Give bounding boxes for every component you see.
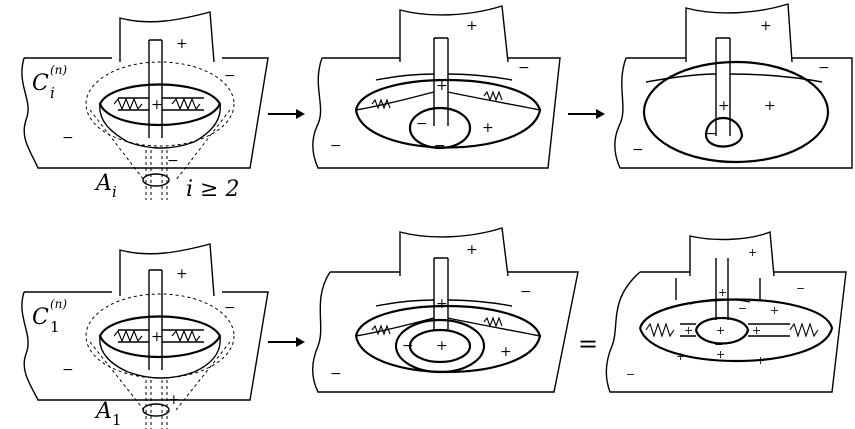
sign-plus-top-1b: + bbox=[151, 97, 163, 113]
sign-plus-top-2b: + bbox=[436, 78, 448, 94]
panel-bottom-2: + + + + − − − bbox=[312, 227, 579, 393]
sign-plus-bottom-3i: + bbox=[756, 354, 765, 367]
arrow-top-2 bbox=[568, 109, 605, 119]
sign-plus-bottom-2b: + bbox=[436, 296, 448, 312]
sign-minus-top-1c: − bbox=[167, 153, 179, 169]
sign-plus-bottom-3f: + bbox=[752, 324, 761, 337]
panel-top-1: + + − − − C (n) i A i i ≥ 2 bbox=[21, 11, 269, 202]
sign-minus-top-1a: − bbox=[224, 68, 236, 84]
annulus-bottom-label-base: A bbox=[94, 399, 112, 424]
curve-bottom-label-sub: 1 bbox=[50, 318, 60, 336]
sign-plus-bottom-3d: + bbox=[684, 324, 693, 337]
sign-minus-bottom-1b: − bbox=[62, 362, 74, 378]
sign-plus-bottom-3g: + bbox=[676, 350, 685, 363]
panel-bottom-1: + + + − − C (n) 1 A 1 bbox=[21, 243, 269, 429]
sign-minus-bottom-3b: − bbox=[738, 302, 747, 315]
panel-bottom-3: + + + + + + + + + − − − − bbox=[605, 231, 847, 393]
sign-minus-bottom-2c: − bbox=[330, 366, 342, 382]
sign-minus-top-2a: − bbox=[518, 60, 530, 76]
sign-minus-bottom-3d: − bbox=[626, 368, 635, 381]
arrow-bottom-1 bbox=[268, 337, 305, 347]
annulus-top-label-base: A bbox=[94, 171, 112, 196]
equals-sign: = bbox=[578, 330, 598, 358]
curve-top-label-sup: (n) bbox=[50, 63, 67, 77]
sign-plus-bottom-2d: + bbox=[500, 344, 512, 360]
sign-plus-top-3b: + bbox=[718, 98, 730, 114]
sign-plus-top-2a: + bbox=[466, 18, 478, 34]
sign-plus-bottom-3b: + bbox=[718, 286, 727, 299]
sign-minus-top-3b: − bbox=[706, 126, 718, 142]
sign-plus-top-2c: + bbox=[482, 120, 494, 136]
sign-plus-bottom-2a: + bbox=[466, 242, 478, 258]
sign-minus-bottom-3a: − bbox=[796, 282, 805, 295]
panel-top-2: + + + − − − − bbox=[312, 5, 561, 169]
sign-plus-bottom-2c: + bbox=[436, 338, 448, 354]
sign-minus-top-2c: − bbox=[434, 138, 446, 154]
curve-top-label-sub: i bbox=[50, 84, 55, 102]
condition-label: i ≥ 2 bbox=[186, 177, 239, 202]
sign-plus-top-1a: + bbox=[176, 36, 188, 52]
sign-plus-bottom-3h: + bbox=[716, 348, 725, 361]
sign-minus-bottom-3c: − bbox=[714, 338, 723, 351]
curve-top-label-base: C bbox=[32, 71, 49, 96]
sign-plus-top-3a: + bbox=[760, 18, 772, 34]
panel-top-3: + + + − − − bbox=[614, 3, 853, 169]
sign-minus-bottom-2a: − bbox=[520, 284, 532, 300]
sign-plus-bottom-3c: + bbox=[770, 304, 779, 317]
sign-minus-bottom-1a: − bbox=[224, 300, 236, 316]
sign-minus-top-2d: − bbox=[330, 138, 342, 154]
sign-minus-bottom-2b: − bbox=[402, 338, 414, 354]
annulus-top-label-sub: i bbox=[112, 183, 117, 201]
sign-plus-top-3c: + bbox=[764, 98, 776, 114]
sign-minus-top-1b: − bbox=[62, 130, 74, 146]
sign-plus-bottom-1c: + bbox=[168, 392, 180, 408]
sign-plus-bottom-1b: + bbox=[151, 329, 163, 345]
sign-plus-bottom-3e: + bbox=[716, 324, 725, 337]
sign-minus-top-3a: − bbox=[818, 60, 830, 76]
curve-bottom-label-base: C bbox=[32, 305, 49, 330]
sign-minus-top-3c: − bbox=[632, 142, 644, 158]
curve-bottom-label-sup: (n) bbox=[50, 297, 67, 311]
sign-plus-bottom-3a: + bbox=[748, 246, 757, 259]
sign-plus-bottom-1a: + bbox=[176, 266, 188, 282]
arrow-top-1 bbox=[268, 109, 305, 119]
sign-minus-top-2b: − bbox=[416, 116, 428, 132]
annulus-bottom-label-sub: 1 bbox=[112, 411, 122, 429]
